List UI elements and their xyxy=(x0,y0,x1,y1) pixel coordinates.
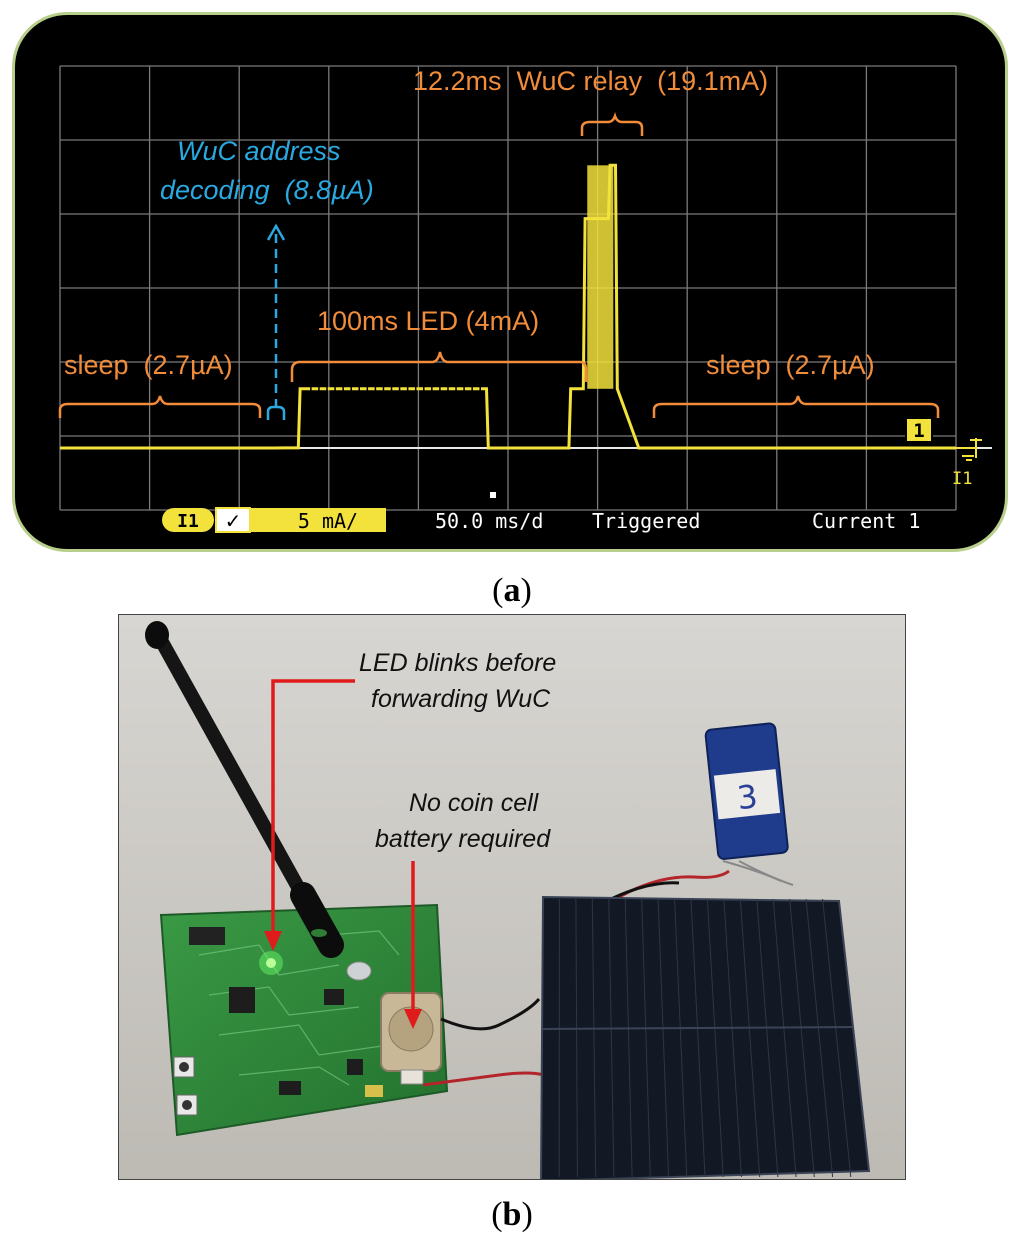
antenna-base xyxy=(290,882,344,958)
annotation-decode-line2: decoding (8.8µA) xyxy=(160,175,374,205)
trigger-status-label: Triggered xyxy=(592,509,700,533)
solar-cell-line xyxy=(591,898,597,1178)
caption-b-letter: b xyxy=(502,1196,522,1233)
caption-a: (a) xyxy=(492,572,532,609)
measurement-label: Current 1 xyxy=(812,509,920,533)
solar-cell-line xyxy=(789,898,815,1178)
annotation-decode-line1: WuC address xyxy=(177,136,341,166)
current-trace xyxy=(60,163,956,450)
brace-sleep-left xyxy=(58,395,262,418)
annotation-sleep-right: sleep (2.7µA) xyxy=(706,350,875,380)
solar-cell-lines xyxy=(558,898,852,1178)
ground-reference-icon xyxy=(956,438,982,461)
solar-cell-line xyxy=(690,898,706,1178)
scope-status-bar: I1 ✓ 5 mA/ 50.0 ms/d Triggered Current 1 xyxy=(162,507,920,533)
hardware-illustration: 3 LED blinks before forwarding WuC No co… xyxy=(119,615,905,1179)
current-trace-line xyxy=(60,163,956,450)
solar-cell-line xyxy=(657,898,670,1178)
solar-cell-line xyxy=(756,898,779,1178)
timebase-label: 50.0 ms/d xyxy=(435,509,543,533)
pin-header xyxy=(189,927,225,945)
annotation-led: 100ms LED (4mA) xyxy=(317,306,539,336)
power-connector xyxy=(400,1069,424,1085)
channel-badge-label: I1 xyxy=(177,511,199,532)
channel-badge xyxy=(162,508,214,532)
ic-chip-small xyxy=(324,989,344,1005)
trigger-position-marker xyxy=(490,492,496,498)
check-icon: ✓ xyxy=(225,509,242,533)
check-box xyxy=(215,507,251,533)
crystal-oscillator xyxy=(346,961,372,981)
cap-lead-2 xyxy=(738,860,794,886)
callout-battery-line2: battery required xyxy=(375,825,551,853)
black-wire xyxy=(440,998,541,1031)
callout-arrow-battery-head xyxy=(404,1009,422,1029)
jumper-connector xyxy=(365,1085,383,1097)
brace-relay xyxy=(580,112,644,136)
solar-cell-line xyxy=(772,898,797,1178)
annotation-braces xyxy=(58,112,940,418)
callout-led-line2: forwarding WuC xyxy=(371,685,551,713)
supercapacitor: 3 xyxy=(704,722,789,860)
solar-cell-line xyxy=(575,898,578,1178)
hardware-photo: 3 LED blinks before forwarding WuC No co… xyxy=(118,614,906,1180)
solar-cell-line xyxy=(674,898,688,1178)
caption-b: (b) xyxy=(491,1196,533,1233)
oscilloscope-plot: 12.2ms WuC relay (19.1mA) WuC address de… xyxy=(58,65,992,533)
antenna-tip xyxy=(145,621,169,649)
solar-cell-line xyxy=(706,898,724,1178)
solar-cell-line xyxy=(624,898,633,1178)
solar-cell-line xyxy=(641,898,651,1178)
solar-cell-line xyxy=(739,898,761,1178)
pcb-board xyxy=(159,903,449,1137)
ic-chip-small-3 xyxy=(347,1059,363,1075)
solar-cell-line xyxy=(805,898,834,1178)
solar-cell-line xyxy=(723,898,742,1178)
solar-panel-divider xyxy=(541,1026,855,1030)
channel-marker-label: 1 xyxy=(913,420,924,442)
solar-cell-line xyxy=(822,898,852,1178)
annotation-sleep-left: sleep (2.7µA) xyxy=(64,350,233,380)
callout-arrow-led-head xyxy=(264,931,282,951)
callout-arrow-led xyxy=(271,679,355,933)
channel-marker-box xyxy=(905,417,933,443)
solar-cell-line xyxy=(608,898,615,1178)
callout-led-line1: LED blinks before xyxy=(359,649,556,677)
side-channel-label: I1 xyxy=(952,469,972,489)
annotation-relay: 12.2ms WuC relay (19.1mA) xyxy=(413,66,768,96)
black-wire-cap xyxy=(610,881,680,901)
scale-label: 5 mA/ xyxy=(298,509,358,533)
microcontroller-chip xyxy=(229,987,255,1013)
caption-a-letter: a xyxy=(503,572,521,609)
brace-sleep-right xyxy=(652,395,940,418)
led xyxy=(266,958,276,968)
oscilloscope-screenshot: 12.2ms WuC relay (19.1mA) WuC address de… xyxy=(12,12,1008,552)
capacitor-label: 3 xyxy=(735,777,759,817)
decode-arrow-head xyxy=(266,223,286,241)
brace-decode xyxy=(266,405,286,420)
coin-cell-slot xyxy=(388,1006,434,1052)
ic-chip-small-2 xyxy=(279,1081,301,1095)
relay-burst-fill xyxy=(587,165,614,389)
scale-badge xyxy=(250,508,386,532)
red-wire xyxy=(422,1071,545,1087)
callout-battery-line1: No coin cell xyxy=(409,789,540,817)
scope-grid xyxy=(59,65,992,511)
brace-led xyxy=(290,351,588,382)
